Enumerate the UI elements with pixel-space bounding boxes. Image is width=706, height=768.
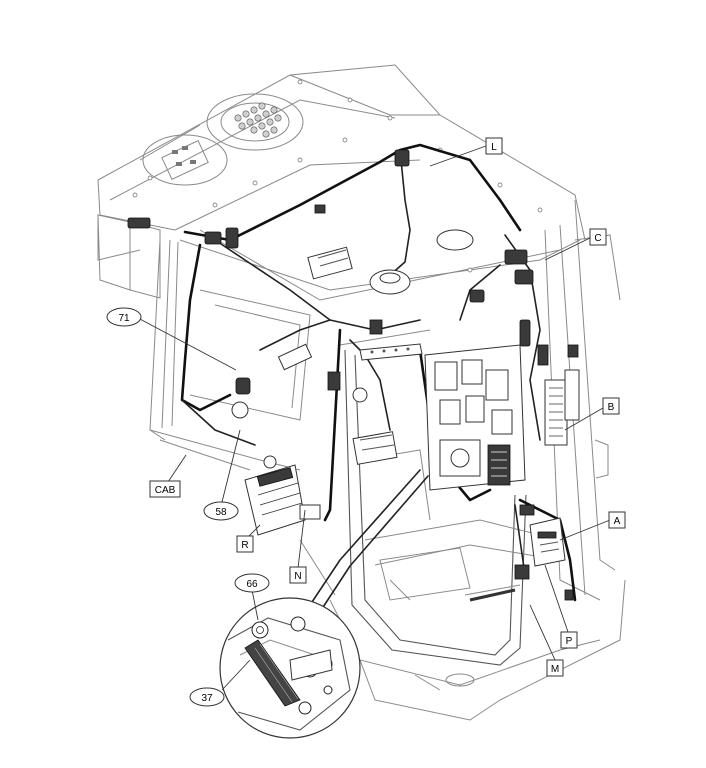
callout-71: 71 — [106, 307, 142, 327]
module-a — [529, 517, 566, 567]
callout-c-text: C — [594, 233, 601, 244]
callout-b: B — [602, 397, 620, 415]
callout-c: C — [589, 228, 607, 246]
callout-n: N — [289, 566, 307, 584]
callout-m-text: M — [551, 664, 559, 675]
roof-vent-rear — [206, 93, 304, 151]
central-electrical-panel — [359, 343, 580, 491]
callout-a: A — [608, 511, 626, 529]
callout-66: 66 — [234, 573, 270, 593]
callout-37-text: 37 — [201, 693, 213, 704]
callout-l-text: L — [491, 142, 497, 153]
callout-a-text: A — [614, 516, 621, 527]
callout-n-text: N — [294, 571, 301, 582]
callout-r: R — [236, 535, 254, 553]
module-r — [244, 455, 321, 536]
callout-58-text: 58 — [215, 507, 227, 518]
callout-71-text: 71 — [118, 313, 130, 324]
callout-66-text: 66 — [246, 579, 258, 590]
roof-fasteners — [132, 79, 543, 293]
callout-37: 37 — [189, 687, 225, 707]
callout-m: M — [546, 659, 564, 677]
harness-connectors — [127, 149, 579, 601]
leader-lines — [137, 145, 611, 691]
roof-vent-front — [142, 134, 228, 186]
cab-roof — [97, 64, 586, 301]
callout-p: P — [560, 631, 578, 649]
roof-components — [307, 229, 474, 295]
callout-58: 58 — [203, 501, 239, 521]
callout-p-text: P — [566, 636, 573, 647]
detail-magnifier — [219, 597, 361, 739]
callout-l: L — [485, 137, 503, 155]
left-components — [231, 343, 398, 465]
callout-cab: CAB — [149, 480, 181, 498]
callout-b-text: B — [608, 402, 615, 413]
callout-cab-text: CAB — [155, 485, 176, 496]
callout-r-text: R — [241, 540, 248, 551]
